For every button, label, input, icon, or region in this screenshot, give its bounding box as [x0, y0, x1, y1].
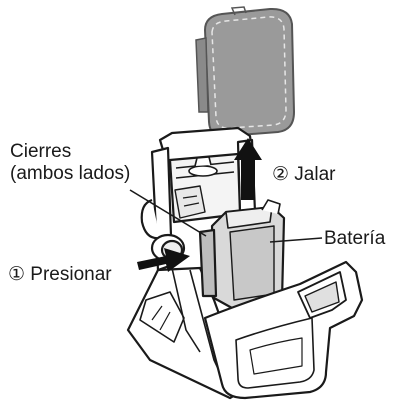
latches-sides-label: (ambos lados) [10, 163, 131, 184]
press-arrow [137, 248, 190, 272]
battery-label: Batería [324, 228, 386, 249]
press-step-label: ① Presionar [8, 264, 112, 285]
pull-arrow [234, 138, 262, 200]
device-base [126, 266, 242, 400]
battery-leader-line [269, 237, 323, 243]
latches-label: Cierres [10, 141, 72, 162]
latch-leader-line [129, 189, 207, 237]
device-lid [203, 260, 364, 400]
installed-battery [198, 199, 286, 310]
removed-battery [195, 6, 296, 138]
pull-step-label: ② Jalar [272, 164, 336, 185]
